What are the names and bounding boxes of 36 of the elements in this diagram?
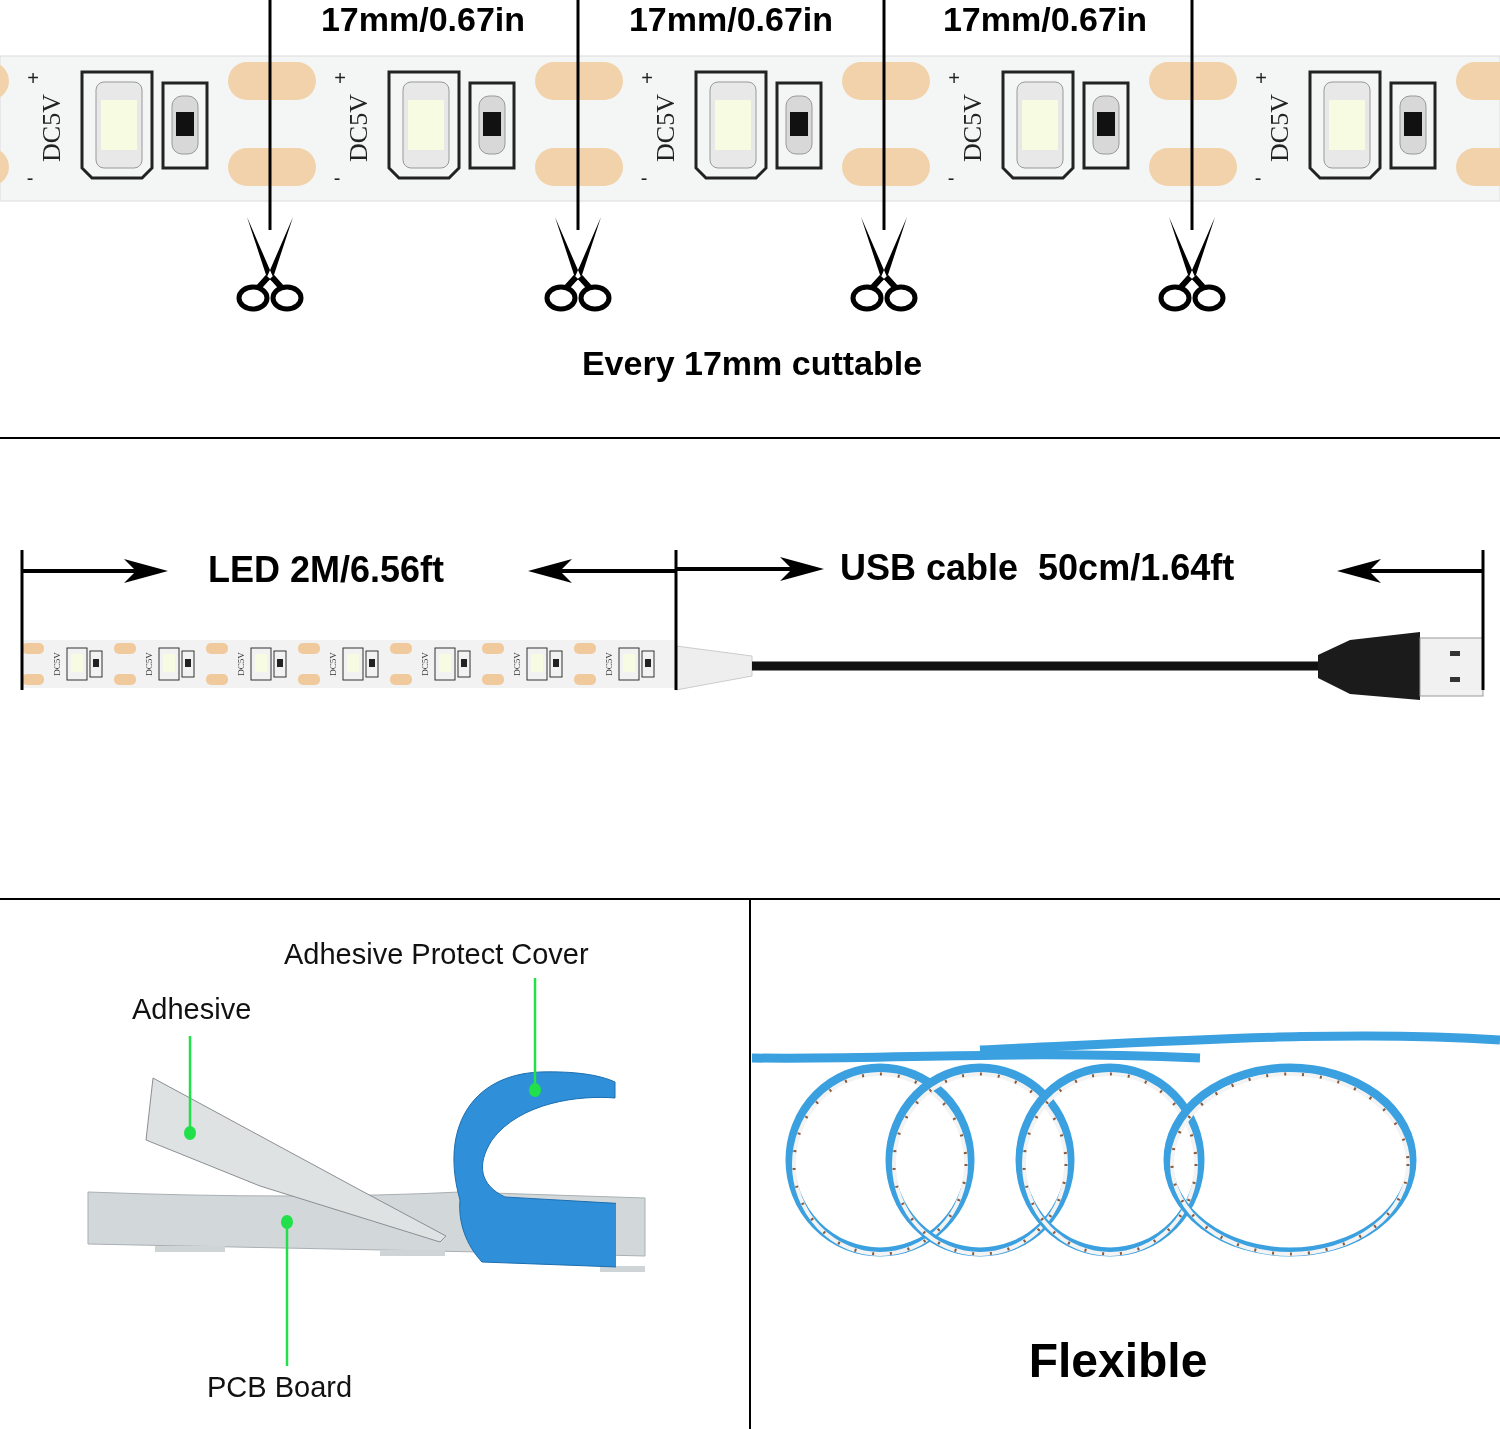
voltage-marking: DC5V	[604, 652, 614, 676]
voltage-marking: DC5V	[346, 94, 372, 162]
voltage-marking: DC5V	[144, 652, 154, 676]
leader-line	[529, 978, 541, 1097]
voltage-marking: DC5V	[420, 652, 430, 676]
caption: Flexible	[1028, 1337, 1208, 1385]
dimension-label: USB cable 50cm/1.64ft	[840, 550, 1235, 586]
part-label: Adhesive Protect Cover	[284, 940, 589, 969]
dimension-label: 17mm/0.67in	[628, 2, 834, 36]
polarity-mark: -	[1254, 168, 1262, 188]
leader-line	[281, 1215, 293, 1366]
polarity-mark: +	[641, 68, 653, 88]
polarity-mark: -	[333, 168, 341, 188]
polarity-mark: +	[948, 68, 960, 88]
dimension-label: 17mm/0.67in	[320, 2, 526, 36]
voltage-marking: DC5V	[960, 94, 986, 162]
voltage-marking: DC5V	[52, 652, 62, 676]
polarity-mark: +	[1255, 68, 1267, 88]
part-label: Adhesive	[132, 995, 252, 1024]
voltage-marking: DC5V	[512, 652, 522, 676]
polarity-mark: +	[27, 68, 39, 88]
voltage-marking: DC5V	[39, 94, 65, 162]
dimension-label: 17mm/0.67in	[942, 2, 1148, 36]
polarity-mark: -	[26, 168, 34, 188]
polarity-mark: +	[334, 68, 346, 88]
polarity-mark: -	[947, 168, 955, 188]
caption: Every 17mm cuttable	[581, 346, 923, 380]
voltage-marking: DC5V	[328, 652, 338, 676]
voltage-marking: DC5V	[653, 94, 679, 162]
polarity-mark: -	[640, 168, 648, 188]
dimension-label: LED 2M/6.56ft	[208, 552, 445, 588]
voltage-marking: DC5V	[236, 652, 246, 676]
part-label: PCB Board	[207, 1373, 353, 1402]
leader-line	[184, 1036, 196, 1140]
voltage-marking: DC5V	[1267, 94, 1293, 162]
tape-layer-drawing	[144, 1074, 448, 1244]
